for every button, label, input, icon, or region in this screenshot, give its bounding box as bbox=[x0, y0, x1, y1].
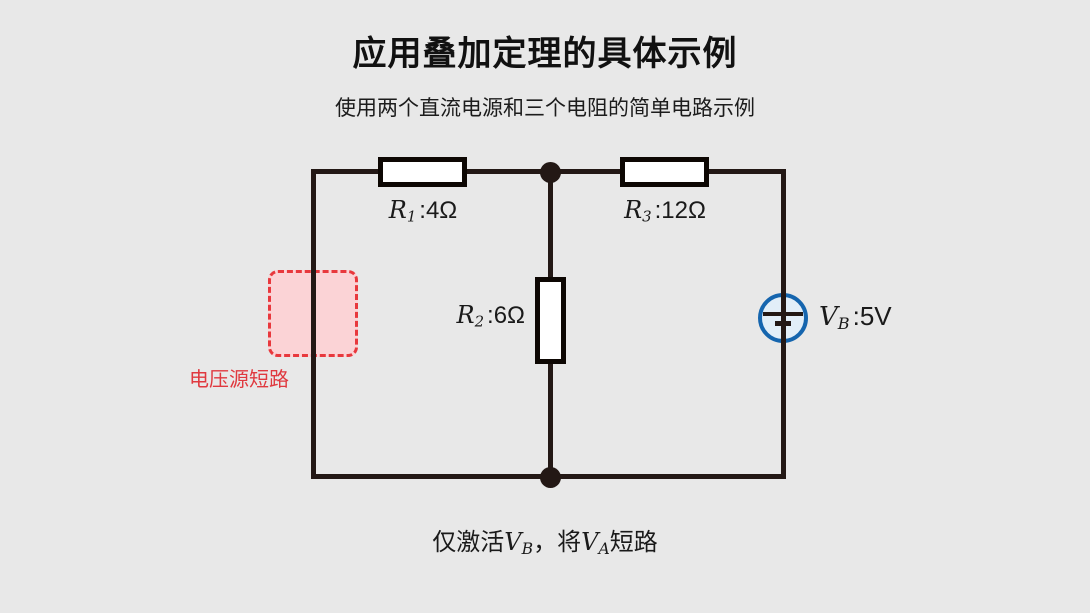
resistor-r1-label: R1:4Ω bbox=[378, 196, 468, 226]
vb-subscript: B bbox=[837, 314, 850, 334]
footer-seg2: ，将 bbox=[533, 529, 582, 556]
resistor-r1-body bbox=[378, 157, 467, 187]
vb-symbol: V bbox=[819, 302, 838, 332]
r3-value: :12Ω bbox=[654, 197, 706, 224]
footer-caption: 仅激活VB，将VA短路 bbox=[0, 522, 1090, 558]
r2-value: :6Ω bbox=[487, 302, 525, 329]
r3-subscript: 3 bbox=[642, 207, 652, 226]
voltage-source-b-label: VB:5V bbox=[819, 301, 892, 333]
page-title: 应用叠加定理的具体示例 bbox=[352, 35, 738, 73]
junction-node-top bbox=[540, 162, 561, 183]
footer-seg1: 仅激活 bbox=[432, 529, 505, 556]
footer-v2-symbol: V bbox=[581, 528, 599, 556]
footer-v1-symbol: V bbox=[504, 528, 522, 556]
r2-symbol: R bbox=[456, 301, 475, 329]
r2-subscript: 2 bbox=[474, 312, 485, 331]
wire-left bbox=[311, 169, 316, 479]
junction-node-bottom bbox=[540, 467, 561, 488]
page-subtitle: 使用两个直流电源和三个电阻的简单电路示例 bbox=[335, 97, 755, 120]
footer-v1-subscript: B bbox=[521, 539, 534, 558]
short-circuit-label: 电压源短路 bbox=[189, 369, 289, 391]
resistor-r2-label: R2:6Ω bbox=[428, 301, 525, 331]
r1-subscript: 1 bbox=[406, 207, 417, 226]
r3-symbol: R bbox=[624, 196, 643, 224]
footer-seg3: 短路 bbox=[609, 529, 658, 556]
resistor-r3-label: R3:12Ω bbox=[610, 196, 720, 226]
battery-positive-plate bbox=[763, 312, 803, 316]
resistor-r2-body bbox=[535, 277, 566, 364]
r1-value: :4Ω bbox=[419, 197, 458, 224]
footer-v2-subscript: A bbox=[598, 539, 610, 558]
battery-negative-plate bbox=[775, 321, 791, 326]
resistor-r3-body bbox=[620, 157, 709, 187]
vb-value: :5V bbox=[852, 301, 892, 331]
r1-symbol: R bbox=[388, 196, 407, 224]
